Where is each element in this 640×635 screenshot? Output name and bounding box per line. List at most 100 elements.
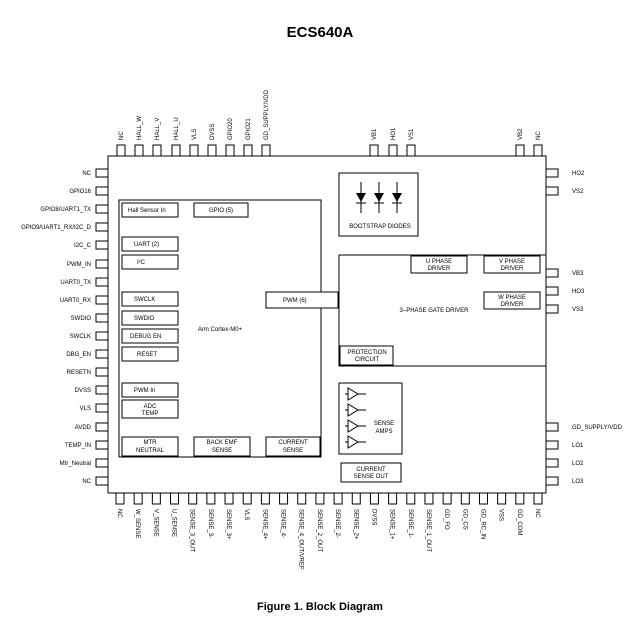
diode-icon-2	[374, 182, 384, 213]
right-pin-gd-supply-vdd	[545, 422, 559, 432]
right-pin-label: VS2	[572, 189, 584, 195]
bottom-pin-v-sense	[151, 492, 161, 505]
svg-text:MTR: MTR	[144, 440, 158, 446]
mtr-neutral-block: MTR NEUTRAL	[121, 436, 179, 457]
left-pin-label: UART0_TX	[60, 280, 91, 286]
bottom-pin-label: W_SENSE	[134, 509, 140, 538]
svg-text:PWM In: PWM In	[134, 388, 155, 394]
svg-text:DRIVER: DRIVER	[428, 266, 451, 272]
left-pin-swdio	[95, 313, 109, 323]
top-pin-label: HO1	[391, 127, 397, 140]
diode-icon-1	[356, 182, 366, 213]
top-pin-vs1	[406, 144, 416, 157]
bottom-pin-label: V_SENSE	[152, 509, 158, 537]
left-pin-label: DVSS	[75, 388, 91, 394]
bootstrap-label: BOOTSTRAP DIODES	[349, 224, 411, 230]
page-title: ECS640A	[286, 24, 354, 41]
top-pin-label: VB1	[372, 128, 378, 140]
top-pin-label: NC	[119, 131, 125, 140]
top-pin-label: VB2	[518, 128, 524, 140]
bottom-pin-sense-2-out	[315, 492, 325, 505]
bottom-pin-vls	[242, 492, 252, 505]
bottom-pin-label: VLS	[243, 509, 249, 520]
right-pin-label: HO3	[572, 289, 585, 295]
left-pin-temp-in	[95, 440, 109, 450]
top-pin-dvss	[207, 144, 217, 157]
left-pin-i2c-c	[95, 240, 109, 250]
left-pin-label: TEMP_IN	[65, 443, 91, 449]
svg-text:BACK EMF: BACK EMF	[207, 440, 238, 446]
left-pin-swclk	[95, 331, 109, 341]
bottom-pin-sense-4-out-vref	[297, 492, 307, 505]
diode-icon-3	[392, 182, 402, 213]
left-pin-uart0-tx	[95, 277, 109, 287]
pwm-in-block: PWM In	[121, 382, 179, 398]
svg-text:SENSE: SENSE	[212, 448, 232, 454]
left-pin-gpio16	[95, 186, 109, 196]
bottom-pin-label: SENSE_3+	[225, 509, 231, 540]
bottom-pin-sense-1-out	[424, 492, 434, 505]
left-pin-nc	[95, 168, 109, 178]
bottom-pin-label: SENSE_4_OUT/VREF	[298, 509, 304, 570]
svg-text:U PHASE: U PHASE	[426, 259, 452, 265]
debug-en-block: DEBUG EN	[121, 328, 179, 344]
svg-text:PWM (6): PWM (6)	[283, 298, 307, 304]
bottom-pin-label: NC	[116, 509, 122, 518]
right-pin-lo1	[545, 440, 559, 450]
bottom-pin-label: SENSE_1_OUT	[425, 509, 431, 552]
left-pin-label: RESETN	[67, 370, 91, 376]
left-pin-resetn	[95, 367, 109, 377]
top-pin-vls	[189, 144, 199, 157]
bottom-pin-gd-com	[515, 492, 525, 505]
right-pin-label: LO2	[572, 461, 584, 467]
top-pin-nc	[533, 144, 543, 157]
bottom-pin-nc	[115, 492, 125, 505]
pwm-6-block: PWM (6)	[265, 291, 346, 309]
svg-text:DEBUG EN: DEBUG EN	[130, 334, 161, 340]
mcu-label: Arm Cortex-M0+	[198, 327, 243, 333]
svg-text:SWDIO: SWDIO	[134, 316, 155, 322]
svg-text:DRIVER: DRIVER	[501, 266, 524, 272]
top-pin-label: GPIO21	[246, 118, 252, 140]
bottom-pin-w-sense	[133, 492, 143, 505]
right-pin-lo3	[545, 476, 559, 486]
right-pin-ho2	[545, 168, 559, 178]
left-pin-mtr-neutral	[95, 458, 109, 468]
bottom-pin-label: SENSE_4+	[261, 509, 267, 540]
bottom-pin-vss	[497, 492, 507, 505]
left-pin-label: DBG_EN	[66, 352, 91, 358]
bottom-pin-u-sense	[170, 492, 180, 505]
svg-text:W PHASE: W PHASE	[498, 295, 526, 301]
bottom-pin-nc	[533, 492, 543, 505]
left-pin-label: PWM_IN	[67, 262, 91, 268]
bottom-pin-dvss	[369, 492, 379, 505]
top-pin-label: VS1	[409, 128, 415, 140]
left-pin-gpio9-uart1-rx-i2c-d	[95, 222, 109, 232]
left-pin-nc	[95, 476, 109, 486]
svg-text:GPIO (5): GPIO (5)	[209, 208, 233, 214]
sense-amps-label-2: AMPS	[375, 429, 392, 435]
w-phase-driver: W PHASE DRIVER	[483, 291, 541, 310]
top-pin-label: HALL_U	[174, 117, 180, 140]
bottom-pin-sense-1	[388, 492, 398, 505]
svg-text:RESET: RESET	[137, 352, 157, 358]
bottom-pin-sense-3	[206, 492, 216, 505]
top-pin-gpio20	[225, 144, 235, 157]
u-phase-driver: U PHASE DRIVER	[410, 255, 468, 274]
right-pin-label: VS3	[572, 307, 584, 313]
top-pin-vb2	[515, 144, 525, 157]
bottom-pin-label: DVSS	[370, 509, 376, 525]
right-pin-label: VB3	[572, 271, 584, 277]
bottom-pin-label: SENSE_2-	[334, 509, 340, 538]
left-pin-label: NC	[82, 171, 91, 177]
left-pin-dvss	[95, 385, 109, 395]
bottom-pin-sense-4	[279, 492, 289, 505]
top-pin-label: DVSS	[210, 124, 216, 140]
gate-driver-label: 3–PHASE GATE DRIVER	[400, 308, 470, 314]
bottom-pin-label: SENSE_2+	[352, 509, 358, 540]
top-pin-label: HALL_V	[155, 118, 161, 140]
right-pin-label: LO3	[572, 479, 584, 485]
adc-temp-block: ADC TEMP	[121, 399, 179, 419]
left-pin-avdd	[95, 422, 109, 432]
